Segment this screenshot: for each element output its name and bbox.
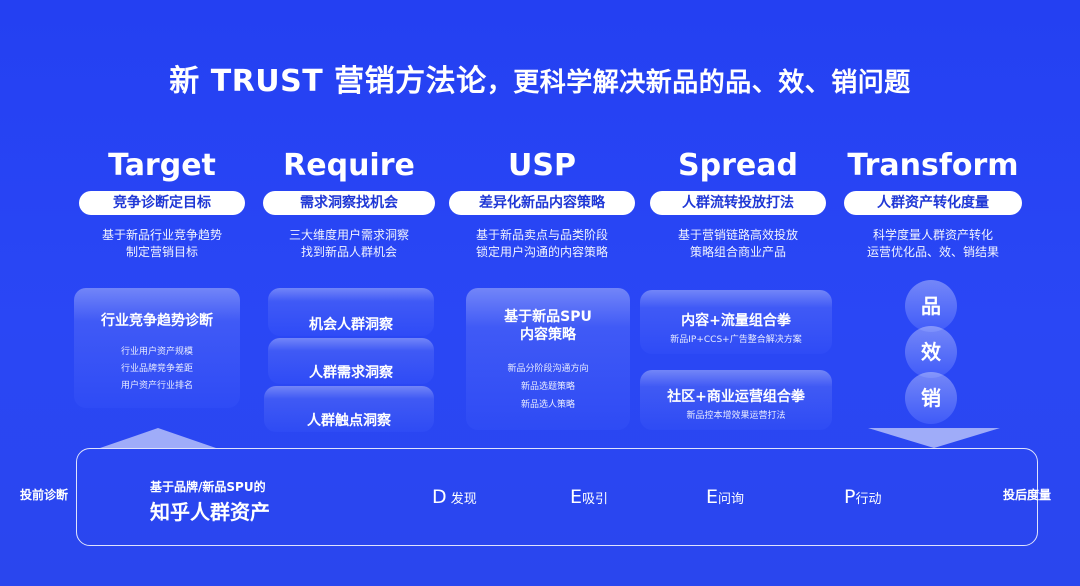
card-title-line: 内容策略 [520, 327, 576, 343]
page-title: 新 TRUST 营销方法论，更科学解决新品的品、效、销问题 [0, 56, 1080, 100]
spread-card: 社区+商业运营组合拳 新品控本增效果运营打法 [640, 370, 832, 430]
card-item: 新品分阶段沟通方向 [507, 364, 589, 374]
stage-attract: E吸引 [570, 486, 608, 508]
desc-line: 基于新品行业竞争趋势 [101, 228, 222, 242]
spread-card: 内容+流量组合拳 新品IP+CCS+广告整合解决方案 [640, 290, 832, 354]
asset-line2: 知乎人群资产 [150, 500, 270, 524]
card-title: 人群触点洞察 [307, 413, 391, 429]
card-title: 机会人群洞察 [309, 317, 393, 333]
desc-line: 运营优化品、效、销结果 [866, 245, 999, 259]
circle-xiao-sales: 销 [905, 372, 957, 424]
column-pill: 人群资产转化度量 [844, 191, 1022, 215]
desc-line: 锁定用户沟通的内容策略 [475, 245, 608, 259]
require-card: 机会人群洞察 [268, 288, 434, 336]
column-desc: 科学度量人群资产转化 运营优化品、效、销结果 [838, 227, 1028, 261]
desc-line: 科学度量人群资产转化 [872, 228, 993, 242]
stage-letter: E [570, 486, 583, 508]
pre-diagnosis-label: 投前诊断 [20, 488, 69, 502]
stage-inquire: E问询 [706, 486, 744, 508]
card-title-line: 基于新品SPU [504, 309, 592, 325]
down-arrow-shape [868, 428, 1000, 448]
card-note: 新品控本增效果运营打法 [686, 411, 786, 421]
card-title: 基于新品SPU 内容策略 [466, 308, 630, 344]
stage-text: 问询 [718, 492, 745, 507]
title-sub: ，更科学解决新品的品、效、销问题 [486, 68, 911, 98]
card-list: 新品分阶段沟通方向 新品选题策略 新品选人策略 [466, 360, 630, 414]
require-card: 人群触点洞察 [264, 386, 434, 432]
column-usp: USP 差异化新品内容策略 基于新品卖点与品类阶段 锁定用户沟通的内容策略 [449, 145, 635, 261]
column-require: Require 需求洞察找机会 三大维度用户需求洞察 找到新品人群机会 [261, 145, 437, 261]
column-head: Transform [847, 148, 1019, 183]
column-pill: 需求洞察找机会 [263, 191, 435, 215]
title-main: 新 TRUST 营销方法论 [169, 64, 487, 99]
desc-line: 三大维度用户需求洞察 [288, 228, 409, 242]
desc-line: 基于营销链路高效投放 [677, 228, 798, 242]
card-list: 行业用户资产规模 行业品牌竞争差距 用户资产行业排名 [74, 344, 240, 395]
column-desc: 基于新品行业竞争趋势 制定营销目标 [74, 227, 250, 261]
card-note: 新品IP+CCS+广告整合解决方案 [670, 335, 802, 345]
stage-letter: D [432, 486, 447, 508]
column-desc: 基于新品卖点与品类阶段 锁定用户沟通的内容策略 [449, 227, 635, 261]
up-arrow-shape [100, 428, 216, 448]
bottom-flow-box [76, 448, 1038, 546]
card-title: 内容+流量组合拳 [681, 313, 791, 329]
stage-letter: E [706, 486, 719, 508]
card-item: 用户资产行业排名 [120, 381, 193, 391]
circle-xiao: 效 [905, 326, 957, 378]
desc-line: 制定营销目标 [125, 245, 198, 259]
desc-line: 基于新品卖点与品类阶段 [475, 228, 608, 242]
column-desc: 基于营销链路高效投放 策略组合商业产品 [650, 227, 826, 261]
card-item: 新品选题策略 [520, 382, 575, 392]
card-title: 行业竞争趋势诊断 [101, 313, 213, 329]
column-desc: 三大维度用户需求洞察 找到新品人群机会 [261, 227, 437, 261]
card-title: 社区+商业运营组合拳 [667, 389, 805, 405]
circle-pin: 品 [905, 280, 957, 332]
stage-text: 发现 [446, 492, 477, 507]
column-pill: 差异化新品内容策略 [449, 191, 635, 215]
card-item: 行业品牌竞争差距 [120, 364, 193, 374]
asset-line1: 基于品牌/新品SPU的 [150, 480, 266, 494]
column-transform: Transform 人群资产转化度量 科学度量人群资产转化 运营优化品、效、销结… [838, 145, 1028, 261]
card-item: 行业用户资产规模 [120, 347, 193, 357]
target-card: 行业竞争趋势诊断 行业用户资产规模 行业品牌竞争差距 用户资产行业排名 [74, 288, 240, 408]
column-head: Spread [678, 148, 798, 183]
stage-text: 行动 [855, 492, 882, 507]
stage-action: P行动 [844, 486, 881, 508]
column-head: Require [283, 148, 415, 183]
card-title: 人群需求洞察 [309, 365, 393, 381]
column-target: Target 竞争诊断定目标 基于新品行业竞争趋势 制定营销目标 [74, 145, 250, 261]
desc-line: 策略组合商业产品 [689, 245, 786, 259]
usp-card: 基于新品SPU 内容策略 新品分阶段沟通方向 新品选题策略 新品选人策略 [466, 288, 630, 430]
card-item: 新品选人策略 [520, 400, 575, 410]
column-pill: 竞争诊断定目标 [79, 191, 245, 215]
column-head: Target [108, 148, 216, 183]
column-pill: 人群流转投放打法 [650, 191, 826, 215]
column-head: USP [508, 148, 576, 183]
column-spread: Spread 人群流转投放打法 基于营销链路高效投放 策略组合商业产品 [650, 145, 826, 261]
desc-line: 找到新品人群机会 [300, 245, 397, 259]
post-measure-label: 投后度量 [1003, 488, 1052, 502]
stage-discover: D 发现 [432, 486, 477, 508]
require-card: 人群需求洞察 [268, 338, 434, 384]
stage-text: 吸引 [582, 492, 609, 507]
stage-letter: P [844, 486, 856, 508]
